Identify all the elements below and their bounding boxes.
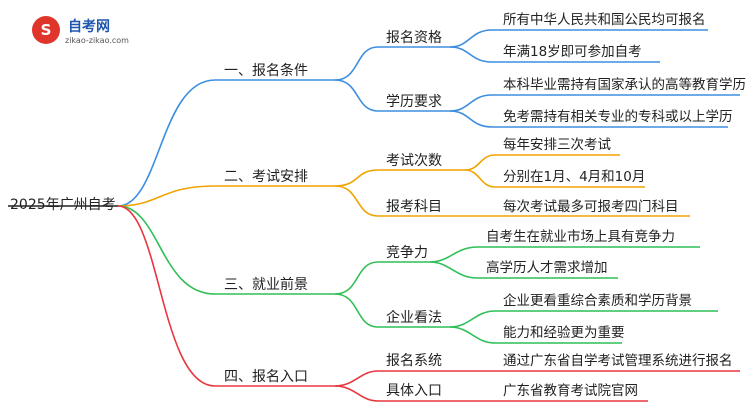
branch-4-label: 四、报名入口	[224, 369, 308, 385]
site-logo: S 自考网 zikao-zikao.com	[32, 16, 142, 50]
branch-2-topic-2: 报考科目	[386, 199, 442, 215]
branch-3-leaf-2: 高学历人才需求增加	[486, 260, 608, 276]
branch-1-leaf-3: 本科毕业需持有国家承认的高等教育学历	[503, 77, 746, 93]
branch-1-topic-2: 学历要求	[386, 94, 442, 110]
branch-2-topic-1: 考试次数	[386, 153, 442, 169]
branch-4-topic-1: 报名系统	[386, 353, 442, 369]
branch-3-connectors	[117, 205, 718, 344]
branch-2-leaf-1: 每年安排三次考试	[503, 137, 611, 153]
branch-3-leaf-4: 能力和经验更为重要	[503, 325, 625, 341]
logo-url: zikao-zikao.com	[65, 36, 129, 45]
branch-1-leaf-4: 免考需持有相关专业的专科或以上学历	[503, 109, 733, 125]
branch-3-topic-2: 企业看法	[386, 310, 442, 326]
logo-title: 自考网	[68, 19, 110, 35]
branch-4-leaf-2: 广东省教育考试院官网	[503, 383, 638, 399]
branch-2-label: 二、考试安排	[224, 169, 308, 185]
branch-3-leaf-3: 企业更看重综合素质和学历背景	[503, 293, 692, 309]
branch-3-leaf-1: 自考生在就业市场上具有竞争力	[486, 229, 675, 245]
branch-1-connectors	[117, 29, 740, 207]
logo-badge: S	[32, 16, 60, 44]
branch-3-label: 三、就业前景	[224, 277, 308, 293]
branch-1-label: 一、报名条件	[224, 63, 308, 79]
branch-4-leaf-1: 通过广东省自学考试管理系统进行报名	[503, 353, 733, 369]
branch-3-topic-1: 竞争力	[386, 245, 428, 261]
branch-4-topic-2: 具体入口	[386, 383, 442, 399]
branch-2-leaf-3: 每次考试最多可报考四门科目	[503, 199, 679, 215]
branch-4-connectors	[117, 205, 740, 402]
branch-2-leaf-2: 分别在1月、4月和10月	[503, 169, 646, 185]
branch-1-leaf-2: 年满18岁即可参加自考	[503, 44, 642, 60]
branch-1-topic-1: 报名资格	[386, 30, 442, 46]
branch-1-leaf-1: 所有中华人民共和国公民均可报名	[503, 12, 706, 28]
root-node: 2025年广州自考	[10, 197, 116, 213]
branch-2-connectors	[117, 154, 690, 217]
